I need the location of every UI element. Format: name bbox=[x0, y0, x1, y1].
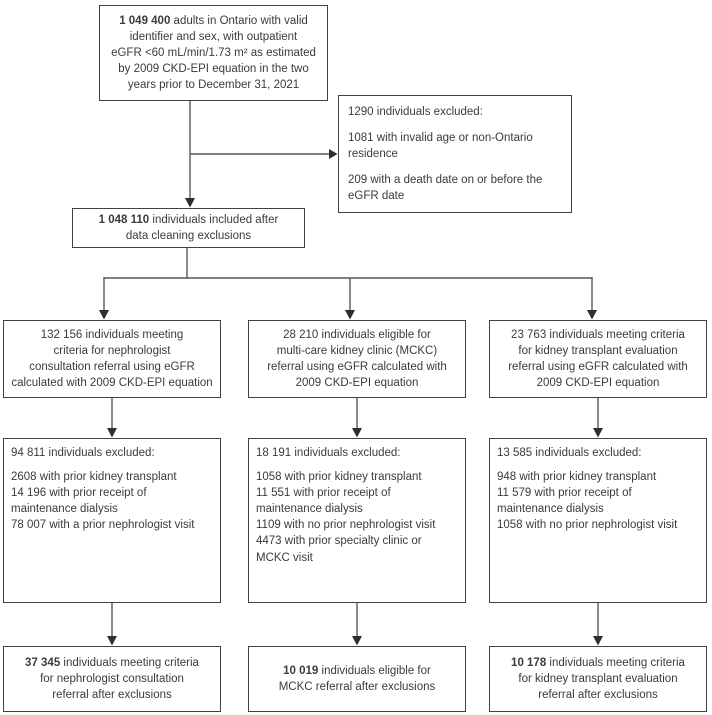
box-mckc-final: 10 019 individuals eligible for MCKC ref… bbox=[248, 646, 466, 712]
mckc-eligible-line: multi-care kidney clinic (MCKC) bbox=[276, 344, 438, 357]
neph-final-line-1-rest: individuals meeting criteria bbox=[60, 656, 199, 669]
arrowhead-into-col2-excluded bbox=[593, 428, 603, 438]
mckc-excluded-item: 4473 with prior specialty clinic or MCKC… bbox=[256, 535, 422, 564]
mckc-excluded-heading: 18 191 individuals excluded: bbox=[256, 447, 401, 459]
box-transplant-criteria: 23 763 individuals meeting criteria for … bbox=[489, 320, 707, 398]
neph-final-line: for nephrologist consultation bbox=[40, 672, 184, 685]
transplant-excluded-item: 11 579 with prior receipt of maintenance… bbox=[497, 487, 632, 516]
box-data-cleaning-exclusions: 1290 individuals excluded: 1081 with inv… bbox=[338, 95, 572, 213]
arrowhead-into-included bbox=[185, 198, 195, 208]
source-line-3: eGFR <60 mL/min/1.73 m² as estimated bbox=[111, 46, 316, 59]
neph-criteria-line: criteria for nephrologist bbox=[53, 344, 171, 357]
mckc-excluded-item: 11 551 with prior receipt of maintenance… bbox=[256, 487, 391, 516]
arrowhead-into-col0-final bbox=[107, 636, 117, 646]
transplant-excluded-item: 1058 with no prior nephrologist visit bbox=[497, 519, 678, 532]
source-line-2: identifier and sex, with outpatient bbox=[129, 30, 298, 43]
arrowhead-into-data-cleaning bbox=[329, 149, 338, 159]
box-included-after-cleaning: 1 048 110 individuals included after dat… bbox=[72, 208, 305, 248]
transplant-final-line: for kidney transplant evaluation bbox=[518, 672, 678, 685]
data-cleaning-item: 1081 with invalid age or non-Ontario res… bbox=[348, 132, 533, 161]
source-line-1-rest: adults in Ontario with valid bbox=[170, 14, 308, 27]
neph-criteria-line: consultation referral using eGFR bbox=[29, 361, 195, 373]
arrowhead-into-col2-final bbox=[593, 636, 603, 646]
transplant-criteria-line: 23 763 individuals meeting criteria bbox=[511, 328, 685, 341]
transplant-criteria-line: 2009 CKD-EPI equation bbox=[536, 377, 660, 390]
mckc-final-line-1: 10 019 individuals eligible for bbox=[283, 663, 431, 679]
transplant-final-count: 10 178 bbox=[511, 656, 547, 669]
mckc-eligible-line: referral using eGFR calculated with bbox=[267, 361, 447, 373]
neph-excluded-item: 78 007 with a prior nephrologist visit bbox=[11, 519, 195, 532]
transplant-criteria-line: referral using eGFR calculated with bbox=[508, 361, 688, 373]
arrowhead-into-col1-excluded bbox=[352, 428, 362, 438]
source-line-5: years prior to December 31, 2021 bbox=[127, 79, 300, 92]
mckc-final-line: MCKC referral after exclusions bbox=[278, 681, 436, 693]
box-transplant-final: 10 178 individuals meeting criteria for … bbox=[489, 646, 707, 712]
transplant-final-line-1-rest: individuals meeting criteria bbox=[546, 656, 685, 669]
neph-final-line: referral after exclusions bbox=[52, 689, 172, 702]
box-nephrologist-excluded: 94 811 individuals excluded: 2608 with p… bbox=[3, 438, 221, 603]
mckc-eligible-line: 2009 CKD-EPI equation bbox=[295, 377, 419, 390]
source-line-4: by 2009 CKD-EPI equation in the two bbox=[118, 63, 309, 76]
data-cleaning-heading: 1290 individuals excluded: bbox=[348, 106, 483, 118]
box-nephrologist-criteria: 132 156 individuals meeting criteria for… bbox=[3, 320, 221, 398]
neph-excluded-item: 2608 with prior kidney transplant bbox=[11, 471, 177, 484]
box-source-population: 1 049 400 adults in Ontario with valid i… bbox=[99, 5, 328, 101]
neph-excluded-item: 14 196 with prior receipt of maintenance… bbox=[11, 487, 147, 516]
arrowhead-into-col0-eligible bbox=[99, 310, 109, 320]
transplant-criteria-line: for kidney transplant evaluation bbox=[518, 344, 678, 357]
box-nephrologist-final: 37 345 individuals meeting criteria for … bbox=[3, 646, 221, 712]
transplant-excluded-item: 948 with prior kidney transplant bbox=[497, 471, 657, 484]
source-count: 1 049 400 bbox=[119, 14, 171, 27]
included-line-2: data cleaning exclusions bbox=[125, 230, 252, 242]
transplant-final-line: referral after exclusions bbox=[538, 689, 658, 702]
arrowhead-into-col1-eligible bbox=[345, 310, 355, 320]
neph-final-count: 37 345 bbox=[25, 656, 61, 669]
neph-criteria-line: 132 156 individuals meeting bbox=[40, 328, 184, 341]
neph-criteria-line: calculated with 2009 CKD-EPI equation bbox=[11, 377, 213, 390]
neph-excluded-heading: 94 811 individuals excluded: bbox=[11, 447, 155, 459]
arrowhead-into-col2-eligible bbox=[587, 310, 597, 320]
box-mckc-excluded: 18 191 individuals excluded: 1058 with p… bbox=[248, 438, 466, 603]
included-line-1: 1 048 110 individuals included after bbox=[99, 212, 279, 228]
data-cleaning-item: 209 with a death date on or before the e… bbox=[348, 174, 543, 203]
included-count: 1 048 110 bbox=[98, 213, 150, 226]
box-mckc-eligible: 28 210 individuals eligible for multi-ca… bbox=[248, 320, 466, 398]
transplant-final-line-1: 10 178 individuals meeting criteria bbox=[511, 655, 685, 671]
box-transplant-excluded: 13 585 individuals excluded: 948 with pr… bbox=[489, 438, 707, 603]
arrowhead-into-col0-excluded bbox=[107, 428, 117, 438]
included-line-1-rest: individuals included after bbox=[149, 213, 279, 226]
neph-final-line-1: 37 345 individuals meeting criteria bbox=[25, 655, 199, 671]
transplant-excluded-heading: 13 585 individuals excluded: bbox=[497, 447, 642, 459]
mckc-excluded-item: 1058 with prior kidney transplant bbox=[256, 471, 422, 484]
mckc-excluded-item: 1109 with no prior nephrologist visit bbox=[256, 519, 436, 532]
source-line-1: 1 049 400 adults in Ontario with valid bbox=[119, 13, 308, 29]
mckc-final-count: 10 019 bbox=[283, 664, 319, 677]
arrowhead-into-col1-final bbox=[352, 636, 362, 646]
mckc-final-line-1-rest: individuals eligible for bbox=[318, 664, 431, 677]
mckc-eligible-line: 28 210 individuals eligible for bbox=[283, 328, 431, 341]
